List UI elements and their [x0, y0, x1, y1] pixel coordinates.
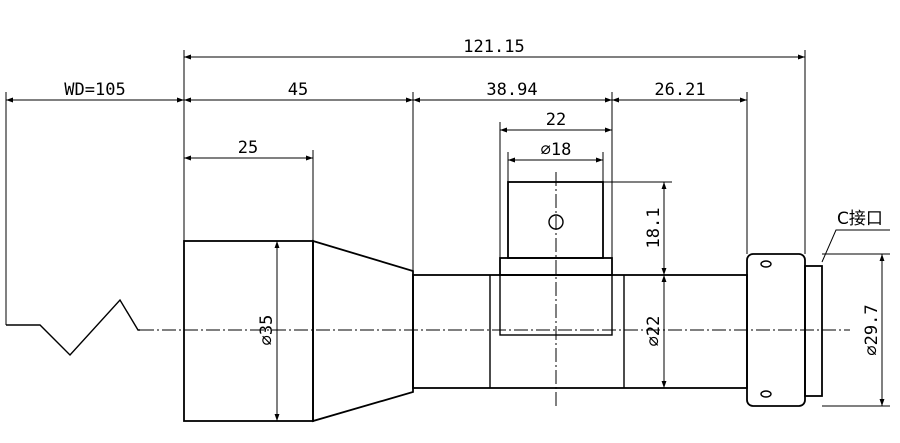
working-distance-text: WD=105 [64, 80, 125, 100]
mount-screw-top [760, 260, 772, 268]
mount-diameter-text: ⌀29.7 [862, 304, 882, 355]
front-taper-text: 25 [238, 138, 258, 158]
port-diameter-text: ⌀18 [541, 140, 572, 160]
c-mount-label: C接口 [837, 209, 883, 229]
mount-screw-bottom [760, 390, 772, 398]
body-diameter-text: ⌀22 [644, 316, 664, 347]
port-inner [499, 274, 613, 336]
c-mount-thread [804, 265, 823, 397]
port-height-text: 18.1 [644, 208, 664, 249]
port-hole [548, 214, 564, 230]
port-block [507, 181, 604, 259]
front-diameter-text: ⌀35 [257, 315, 277, 346]
port-width-text: 22 [546, 110, 566, 130]
overall-length-text: 121.15 [463, 37, 524, 57]
front-section-text: 45 [288, 80, 308, 100]
body-tube [412, 274, 748, 389]
mount-label-leader [821, 229, 890, 263]
middle-section-text: 38.94 [486, 80, 537, 100]
rear-section-text: 26.21 [654, 80, 705, 100]
taper-section [312, 239, 414, 423]
front-barrel [183, 240, 314, 422]
working-distance-break-line [6, 298, 140, 357]
